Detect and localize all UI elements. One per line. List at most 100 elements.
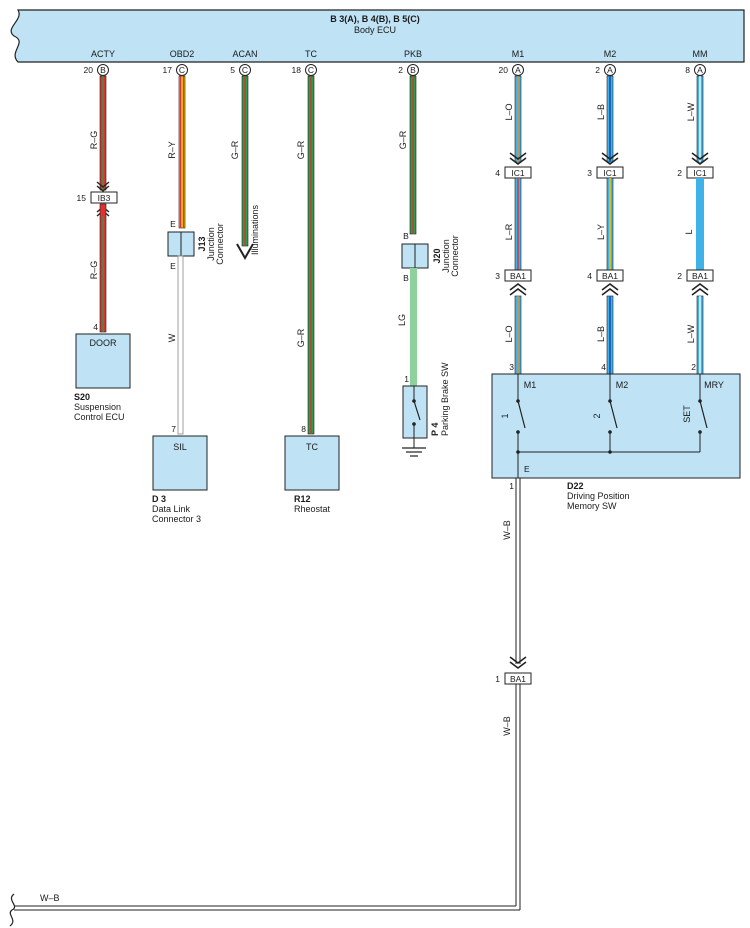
d22-pin-e-num: 1 (509, 481, 514, 491)
ic1-m1-label: IC1 (511, 168, 525, 178)
wire-tc-top: G–R (296, 140, 306, 159)
d22-sw-mry: MRY (704, 380, 724, 390)
p4-code: P 4 (430, 423, 440, 436)
ba1-m2-label: BA1 (602, 271, 618, 281)
m2-circuit: L–B IC1 3 L–Y BA1 4 L–B (587, 75, 624, 375)
conn-acty: B (100, 65, 106, 75)
conn-mm: A (697, 65, 703, 75)
s20-code: S20 (74, 392, 90, 402)
ib3-label: IB3 (98, 193, 111, 203)
mm-circuit: L–W IC1 2 L BA1 2 L–W (677, 75, 714, 375)
j13-name-2: Connector (215, 223, 225, 265)
ic1-mm-label: IC1 (693, 168, 707, 178)
pin-obd2: 17 (163, 65, 173, 75)
ba1-m1-pin: 3 (495, 271, 500, 281)
ba1-ground-pin: 1 (495, 674, 500, 684)
wire-m2-bot: L–B (596, 326, 606, 342)
ic1-m2-pin: 3 (587, 168, 592, 178)
wire-ground-1: W–B (502, 520, 512, 540)
pin-pkb: 2 (398, 65, 403, 75)
connector-ba1-ground (504, 672, 532, 685)
pkb-circuit: G–R B B J20 Junction Connector LG (397, 75, 460, 386)
d3-pin: 7 (171, 424, 176, 434)
terminal-pins: 20 B 17 C 5 C 18 C 2 B 20 A 2 A 8 A (84, 64, 706, 76)
terminal-pkb: PKB (404, 49, 422, 59)
d3-name-1: Data Link (152, 504, 191, 514)
conn-pkb: B (410, 65, 416, 75)
j13-pin-top: E (170, 219, 176, 229)
acan-circuit: G–R Illuminations (230, 75, 260, 261)
wire-mm-top: L–W (686, 102, 696, 121)
r12-code: R12 (294, 494, 311, 504)
terminal-acty: ACTY (91, 49, 115, 59)
component-d22: 3 4 2 M1 M2 MRY 1 2 SET E 1 D22 Driving … (491, 362, 741, 511)
wire-m1-bot: L–O (504, 325, 514, 342)
j13-name-1: Junction (206, 227, 216, 261)
ecu-name: Body ECU (354, 25, 396, 35)
ic1-mm-pin: 2 (677, 168, 682, 178)
d22-name-1: Driving Position (567, 491, 630, 501)
wire-acty-bot: R–G (89, 261, 99, 280)
ic1-m2-label: IC1 (603, 168, 617, 178)
terminal-obd2: OBD2 (170, 49, 195, 59)
s20-pin: 4 (93, 322, 98, 332)
wire-m1-mid: L–R (504, 223, 514, 240)
j20-name-1: Junction (441, 239, 451, 273)
wire-tc-bot: G–R (296, 328, 306, 347)
s20-name-1: Suspension (74, 402, 121, 412)
terminal-mm: MM (693, 49, 708, 59)
connector-ba1-mm (686, 269, 714, 282)
wire-obd2-bot: W (167, 333, 177, 342)
ecu-code: B 3(A), B 4(B), B 5(C) (330, 14, 420, 24)
tc-circuit: G–R G–R (296, 75, 315, 435)
terminal-m2: M2 (604, 49, 617, 59)
component-p4: 1 P 4 Parking Brake SW (402, 362, 450, 457)
d22-sw-m2: M2 (616, 380, 629, 390)
conn-m2: A (607, 65, 613, 75)
d22-label-set: SET (682, 405, 692, 423)
j20-code: J20 (432, 248, 442, 263)
m1-circuit: L–O IC1 4 L–R BA1 3 L–O (495, 75, 532, 375)
ba1-ground-label: BA1 (510, 674, 526, 684)
ba1-mm-pin: 2 (677, 271, 682, 281)
page-break-mark (9, 893, 16, 927)
ba1-m1-label: BA1 (510, 271, 526, 281)
conn-acan: C (242, 65, 248, 75)
wire-acan: G–R (230, 140, 240, 159)
acty-circuit: R–G IB3 15 R–G (77, 75, 118, 333)
pin-mm: 8 (685, 65, 690, 75)
d22-label-2: 2 (592, 413, 602, 418)
s20-name-2: Control ECU (74, 412, 125, 422)
j13-code: J13 (197, 236, 207, 251)
ba1-m2-pin: 4 (587, 271, 592, 281)
d22-pin-m1: 3 (509, 362, 514, 372)
conn-tc: C (308, 65, 314, 75)
wire-m2-top: L–B (596, 104, 606, 120)
d3-box-label: SIL (173, 442, 187, 452)
wire-m2-mid: L–Y (596, 224, 606, 240)
d3-code: D 3 (152, 494, 166, 504)
j20-pin-bot: B (403, 273, 409, 283)
p4-pin: 1 (404, 374, 409, 384)
body-ecu-box (10, 9, 745, 63)
d22-name-2: Memory SW (567, 501, 617, 511)
d22-pin-mry: 2 (691, 362, 696, 372)
wire-ground-2: W–B (502, 716, 512, 736)
ic1-m1-pin: 4 (495, 168, 500, 178)
d3-name-2: Connector 3 (152, 514, 201, 524)
d22-label-1: 1 (500, 413, 510, 418)
conn-m1: A (515, 65, 521, 75)
illuminations-label: Illuminations (250, 204, 260, 255)
ba1-mm-label: BA1 (692, 271, 708, 281)
wire-ground-bottom: W–B (40, 893, 60, 903)
wire-pkb-top: G–R (398, 130, 408, 149)
j20-name-2: Connector (450, 235, 460, 277)
wire-m1-top: L–O (504, 103, 514, 120)
d22-pin-m2: 4 (601, 362, 606, 372)
r12-box-label: TC (306, 442, 318, 452)
obd2-circuit: R–Y E E J13 Junction Connector W (167, 75, 225, 435)
wire-pkb-bot: LG (397, 314, 407, 326)
component-r12: 8 TC R12 Rheostat (284, 424, 340, 514)
pin-acan: 5 (230, 65, 235, 75)
